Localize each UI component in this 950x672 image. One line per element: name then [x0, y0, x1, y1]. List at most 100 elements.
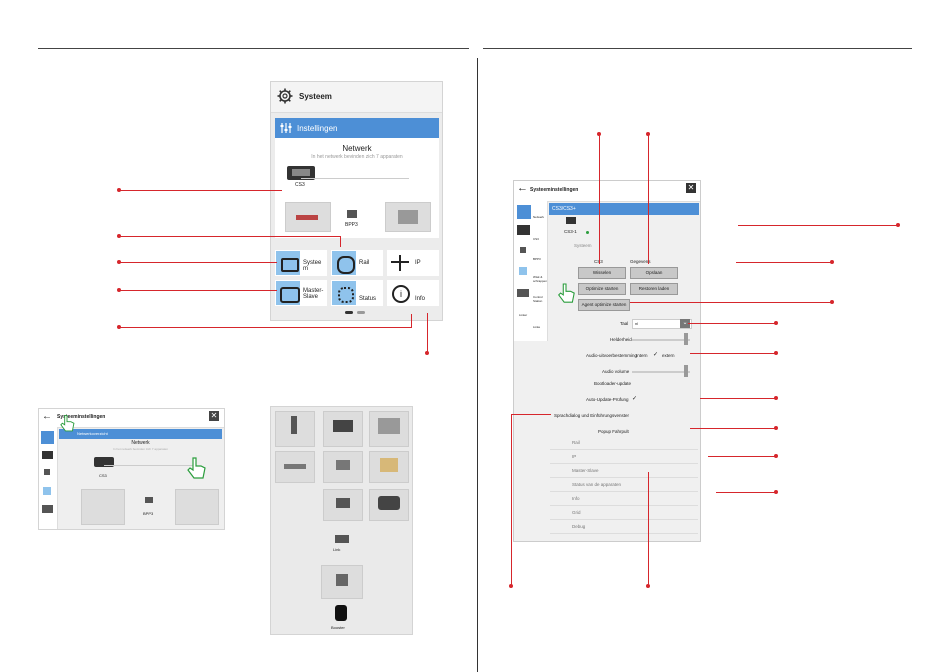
booster-device[interactable] [335, 605, 347, 621]
side-label: Linker [519, 313, 528, 317]
cs3-side-icon[interactable] [42, 451, 53, 459]
volume-slider[interactable] [632, 371, 690, 373]
s4-header: ← Systeeminstellingen ✕ [514, 181, 700, 202]
s2-cs3-label: CS3 [99, 473, 107, 478]
hand-pointer-icon [187, 457, 206, 479]
row-ip[interactable]: IP [550, 449, 698, 464]
side-label: BPP3 [533, 257, 541, 261]
callout-line [736, 262, 832, 263]
agent-optimize-button[interactable]: Agent optimize starten [578, 299, 630, 311]
row-debug[interactable]: Debug [550, 519, 698, 534]
device-tile[interactable] [275, 411, 315, 447]
row-info[interactable]: Info [550, 491, 698, 506]
row-master-slave[interactable]: Master-Slave [550, 463, 698, 478]
callout-line [708, 456, 776, 457]
callout-line [340, 236, 341, 247]
network-side-icon[interactable] [517, 205, 531, 219]
row-rail[interactable]: Rail [550, 435, 698, 450]
grid-master-slave[interactable]: Master-Slave [275, 280, 327, 306]
callout-line [119, 190, 282, 191]
callout-line [648, 134, 649, 264]
bpp3-side-icon[interactable] [520, 247, 526, 253]
slider-thumb[interactable] [684, 333, 688, 345]
chevron-down-icon[interactable]: ⌄ [680, 319, 690, 328]
grid-system[interactable]: Systee m [275, 250, 327, 276]
close-icon[interactable]: ✕ [209, 411, 219, 421]
callout-line [690, 428, 776, 429]
sprach-label: Sprachdialog und Einführungsvenster [554, 413, 630, 418]
row-label: Grid [572, 510, 581, 515]
hand-pointer-icon [558, 283, 575, 303]
wisk-side-icon[interactable] [43, 487, 51, 495]
callout-line [599, 134, 600, 264]
s2-bpp3-device[interactable] [145, 497, 153, 503]
s2-tile-1[interactable] [81, 489, 125, 525]
check-icon: ✓ [653, 352, 659, 358]
row-status[interactable]: Status van de apparaten [550, 477, 698, 492]
callout-dot [425, 351, 429, 355]
bpp3-side-icon[interactable] [44, 469, 50, 475]
device-tile[interactable] [323, 489, 363, 521]
back-icon[interactable]: ← [42, 411, 52, 422]
device-tile[interactable] [369, 451, 409, 483]
callout-line [688, 323, 776, 324]
network-panel: Netwerk In het netwerk bevinden zich 7 a… [275, 138, 439, 238]
close-icon[interactable]: ✕ [686, 183, 696, 193]
side-label: Netwerk [533, 215, 545, 219]
grid-rail[interactable]: Rail [331, 250, 383, 276]
cs3-device[interactable] [287, 166, 315, 180]
grid-status[interactable]: Status [331, 280, 383, 306]
s2-band: Netwerkoverzicht [59, 429, 222, 439]
opslaan-button[interactable]: Opslaan [630, 267, 678, 279]
optimize-button[interactable]: Optimize starten [578, 283, 626, 295]
device-tile[interactable] [321, 565, 363, 599]
wisk-side-icon[interactable] [519, 267, 527, 275]
s2-cs3-device[interactable] [94, 457, 114, 467]
s2-network-line [104, 465, 194, 466]
device-tile[interactable] [323, 451, 363, 483]
device-tile[interactable] [323, 411, 363, 447]
s2-header: ← Systeeminstellingen ✕ [39, 409, 224, 428]
s2-bpp3-label: BPP3 [143, 511, 154, 516]
s2-tile-3[interactable] [175, 489, 219, 525]
taal-select[interactable]: nl ⌄ [632, 319, 692, 329]
cs3-side-icon[interactable] [517, 225, 530, 235]
monitor-icon [281, 258, 299, 272]
station-side-icon[interactable] [517, 289, 529, 297]
callout-line [119, 290, 277, 291]
device-tile[interactable] [275, 451, 315, 483]
device-tile[interactable] [369, 411, 409, 447]
settings-band[interactable]: Instellingen [275, 118, 439, 138]
row-grid[interactable]: Grid [550, 505, 698, 520]
col-cs3: CS3 [594, 259, 603, 264]
bpp3-device[interactable] [347, 210, 357, 218]
network-side-icon[interactable] [41, 431, 54, 444]
system-header: Systeem [271, 82, 442, 113]
station-side-icon[interactable] [42, 505, 53, 513]
restore-button[interactable]: Restoren laden [630, 283, 678, 295]
helderheid-slider[interactable] [632, 339, 690, 341]
callout-dot [509, 584, 513, 588]
s4-sidebar: Netwerk CS3 BPP3 Wisk & schrappen Contro… [514, 201, 548, 341]
slider-thumb[interactable] [684, 365, 688, 377]
back-icon[interactable]: ← [517, 182, 528, 194]
device-tile-1[interactable] [285, 202, 331, 232]
callout-dot [774, 396, 778, 400]
link-device[interactable] [335, 535, 349, 543]
link-label: Link [333, 547, 341, 552]
grid-ip[interactable]: IP [387, 250, 439, 276]
callout-dot [896, 223, 900, 227]
side-label: Control Station [533, 295, 543, 303]
gear-icon [277, 88, 293, 104]
train-icon [337, 256, 355, 274]
auto-update-label: Auto-Update-Prüfung [586, 397, 629, 402]
device-tile[interactable] [369, 489, 409, 521]
wisselen-button[interactable]: Wisselen [578, 267, 626, 279]
callout-line [119, 327, 412, 328]
callout-line [700, 398, 776, 399]
device-tile-3[interactable] [385, 202, 431, 232]
device-label: CS3-1 [564, 229, 577, 234]
side-label: Wisk & schrappen [533, 275, 548, 283]
callout-line [411, 314, 412, 327]
